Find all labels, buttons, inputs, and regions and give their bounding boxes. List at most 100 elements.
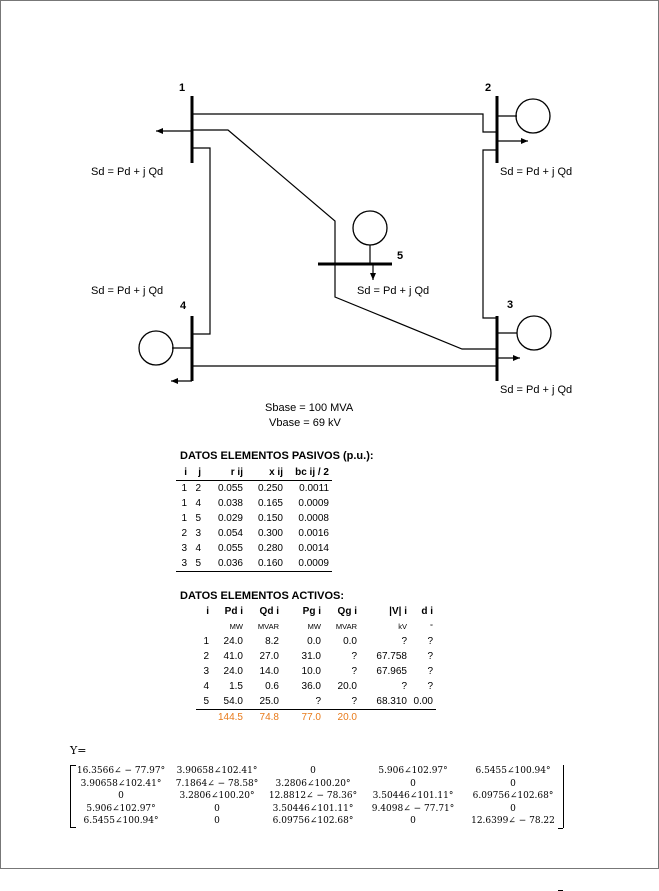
table-cell: 3: [195, 528, 201, 539]
table-cell: 0.0008: [298, 513, 329, 524]
matrix-cell: 0: [410, 778, 416, 789]
table-cell: 67.758: [376, 651, 407, 662]
table-cell: ?: [324, 694, 360, 710]
total-cell: [360, 710, 410, 726]
table-cell: 27.0: [259, 651, 279, 662]
load-label-3: Sd = Pd + j Qd: [500, 384, 573, 396]
table-cell: 24.0: [223, 666, 243, 677]
bus-2-number: 2: [485, 82, 492, 94]
matrix-row: 16.3566∠ − 77.97° 3.90658∠102.41° 0 5.906∠1…: [71, 765, 563, 778]
load-label-5: Sd = Pd + j Qd: [357, 285, 430, 297]
table-cell: ?: [401, 681, 407, 692]
total-cell: 74.8: [259, 712, 279, 723]
table-cell: 0.00: [410, 694, 436, 710]
table-cell: 3: [203, 666, 209, 677]
activos-title: DATOS ELEMENTOS ACTIVOS:: [180, 590, 344, 602]
table-cell: 1.5: [229, 681, 243, 692]
table-cell: 0.054: [217, 528, 243, 539]
table-cell: ?: [427, 666, 433, 677]
total-cell: 20.0: [337, 712, 357, 723]
table-cell: ?: [351, 651, 357, 662]
generator-3: [516, 315, 552, 351]
table-cell: 0.0009: [286, 556, 332, 572]
table-cell: 1: [181, 483, 187, 494]
table-cell: 0.160: [246, 556, 286, 572]
pasivos-header: i: [176, 465, 190, 481]
table-cell: 1: [203, 636, 209, 647]
matrix-cell: 3.2806∠100.20°: [275, 778, 351, 789]
table-cell: 1: [181, 498, 187, 509]
activos-header: Pd i: [224, 606, 243, 617]
bus-4-number: 4: [180, 300, 187, 312]
unit-cell: kV: [398, 622, 407, 631]
matrix-cell: 3.2806∠100.20°: [179, 791, 255, 801]
table-cell: 0.038: [217, 498, 243, 509]
table-cell: 2: [181, 528, 187, 539]
activos-header: i: [206, 606, 209, 617]
matrix-cell: 6.5455∠100.94°: [83, 816, 159, 826]
unit-cell: [196, 619, 212, 634]
table-cell: 0.300: [257, 528, 283, 539]
bus-1-number: 1: [179, 82, 186, 94]
table-cell: 4: [203, 681, 209, 692]
table-cell: 0.0011: [299, 483, 329, 494]
matrix-cell: 3.50446∠101.11°: [372, 791, 454, 801]
matrix-cell: 12.8812∠ − 78.36°: [268, 791, 358, 801]
table-cell: ?: [427, 681, 433, 692]
activos-header: Qg i: [337, 606, 357, 617]
matrix-cell: 12.6399∠ − 78.22: [471, 816, 555, 826]
table-cell: ?: [427, 636, 433, 647]
table-cell: 20.0: [337, 681, 357, 692]
table-cell: 1: [181, 513, 187, 524]
table-cell: 67.965: [376, 666, 407, 677]
matrix-cell: 5.906∠102.97°: [378, 766, 448, 776]
pasivos-header-row: i j r ij x ij bc ij / 2: [176, 465, 332, 481]
matrix-cell: 0: [214, 803, 220, 814]
matrix-cell: 0: [214, 816, 220, 826]
table-cell: 5: [195, 513, 201, 524]
unit-cell: MW: [229, 622, 243, 631]
matrix-cell: 6.09756∠102.68°: [272, 816, 354, 826]
table-cell: 10.0: [301, 666, 321, 677]
table-cell: 0.029: [217, 513, 243, 524]
matrix-cell: 3.90658∠102.41°: [176, 766, 258, 776]
pasivos-header: j: [190, 465, 204, 481]
load-label-2: Sd = Pd + j Qd: [500, 166, 573, 178]
table-cell: ?: [282, 694, 324, 710]
matrix-cell: 0: [310, 766, 316, 776]
table-cell: ?: [351, 666, 357, 677]
activos-header: Qd i: [259, 606, 279, 617]
table-cell: 5: [196, 694, 212, 710]
table-cell: 36.0: [301, 681, 321, 692]
total-cell: [410, 710, 436, 726]
table-cell: 2: [195, 483, 201, 494]
load-label-1: Sd = Pd + j Qd: [91, 166, 164, 178]
matrix-cell: 0: [118, 791, 124, 801]
table-cell: 0.0: [343, 636, 357, 647]
matrix-cell: 6.09756∠102.68°: [472, 791, 554, 801]
table-cell: 14.0: [259, 666, 279, 677]
line-1-5: [192, 129, 336, 264]
matrix-cell: 6.5455∠100.94°: [475, 766, 551, 776]
table-cell: 4: [195, 498, 201, 509]
activos-header-row: i Pd i Qd i Pg i Qg i |V| i d i: [196, 604, 436, 619]
unit-cell: °: [430, 622, 433, 631]
matrix-row: 0 3.2806∠100.20° 12.8812∠ − 78.36° 3.50446∠…: [71, 790, 563, 803]
table-cell: 0.0: [307, 636, 321, 647]
matrix-cell: 16.3566∠ − 77.97°: [76, 766, 166, 776]
bus-3-number: 3: [507, 299, 514, 311]
unit-cell: MW: [307, 622, 321, 631]
table-cell: 0.150: [257, 513, 283, 524]
table-cell: 5: [190, 556, 204, 572]
line-3-5: [334, 264, 497, 350]
table-cell: 25.0: [246, 694, 282, 710]
matrix-cell: 0: [510, 803, 516, 814]
